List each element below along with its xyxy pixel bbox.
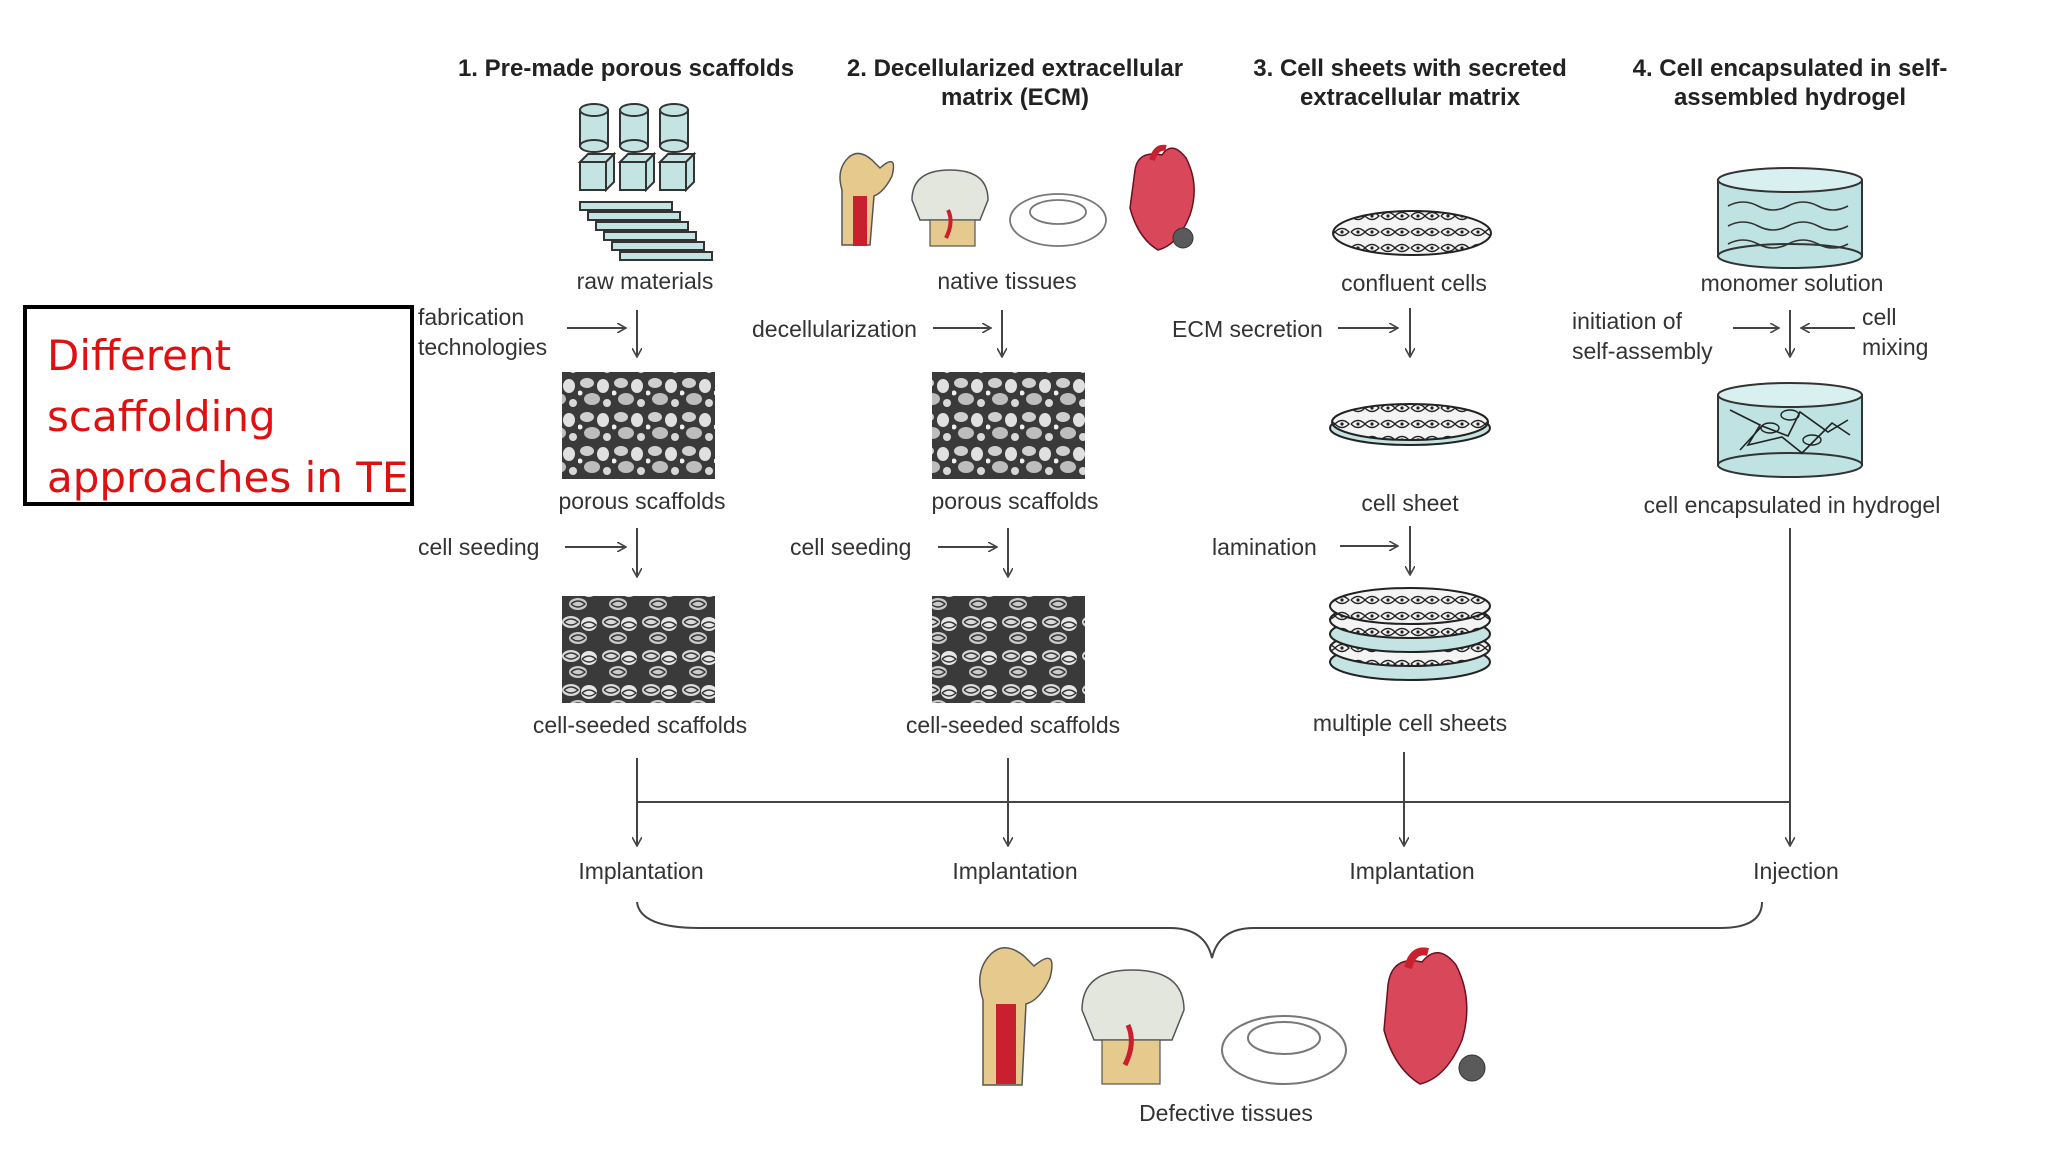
cell-disk-icon [1329, 403, 1491, 446]
callout-box: Different scaffolding approaches in TE [23, 305, 414, 506]
column-4-header: 4. Cell encapsulated in self- assembled … [1633, 54, 1948, 112]
col2-end-label: cell-seeded scaffolds [905, 712, 1121, 738]
outcome-label: Defective tissues [1139, 1100, 1313, 1126]
cell-disk-icon [1332, 210, 1492, 256]
col1-step2-label: cell seeding [418, 534, 540, 560]
stacked-cell-sheets-icon [1329, 587, 1491, 681]
col3-step2-label: lamination [1212, 534, 1317, 560]
column-3-header-line1: 3. Cell sheets with secreted [1253, 55, 1567, 82]
col3-middle-label: cell sheet [1361, 490, 1459, 516]
col2-middle-label: porous scaffolds [931, 488, 1099, 514]
knee-icon [1081, 969, 1185, 1085]
col3-delivery-label: Implantation [1349, 858, 1475, 884]
column-1-header-line1: 1. Pre-made porous scaffolds [457, 55, 795, 82]
porous-texture-icon [932, 372, 1085, 479]
bone-icon [979, 947, 1053, 1086]
column-3-header-line2: extracellular matrix [1299, 84, 1521, 111]
column-2-header: 1. Pre-made porous scaffolds 2. Decellul… [847, 54, 1183, 112]
col2-delivery-label: Implantation [952, 858, 1078, 884]
meniscus-icon [1009, 193, 1107, 247]
bone-icon [839, 152, 895, 246]
col2-step1-label: decellularization [752, 316, 917, 342]
col4-step1-right-label: cell mixing [1862, 304, 1929, 360]
col1-middle-label: porous scaffolds [558, 488, 726, 514]
callout-text: Different scaffolding approaches in TE [47, 331, 409, 502]
bracket-brace [636, 901, 1763, 959]
porous-texture-icon [562, 372, 715, 479]
hydrogel-beaker-icon [1717, 167, 1863, 269]
scaffold-blocks-icon [577, 103, 713, 261]
col3-start-label: confluent cells [1341, 270, 1487, 296]
column-4-header-line1: 4. Cell encapsulated in self- [1632, 55, 1948, 82]
column-2-header-line1-text: 2. Decellularized extracellular [846, 55, 1184, 82]
meniscus-icon [1221, 1015, 1347, 1085]
column-3-header: 3. Cell sheets with secreted extracellul… [1253, 54, 1566, 112]
knee-icon [911, 169, 989, 247]
col1-end-label: cell-seeded scaffolds [532, 712, 748, 738]
convergence-lines [637, 752, 1790, 845]
col4-delivery-label: Injection [1753, 858, 1839, 884]
col2-start-label: native tissues [937, 268, 1077, 294]
column-2-header-line2: matrix (ECM) [940, 84, 1090, 111]
column-1-header: 1. Pre-made porous scaffolds [458, 54, 794, 83]
heart-icon [1383, 947, 1486, 1085]
col4-middle-label: cell encapsulated in hydrogel [1643, 492, 1941, 518]
heart-icon [1129, 144, 1195, 251]
col3-step1-label: ECM secretion [1172, 316, 1323, 342]
col1-start-label: raw materials [576, 268, 714, 294]
seeded-texture-icon [562, 596, 715, 703]
col1-step1-label: fabrication technologies [418, 304, 548, 360]
col3-end-label: multiple cell sheets [1312, 710, 1508, 736]
col1-delivery-label: Implantation [578, 858, 704, 884]
col4-step1-left-label: initiation of self-assembly [1572, 308, 1713, 364]
seeded-texture-icon [932, 596, 1085, 703]
col4-start-label: monomer solution [1700, 270, 1884, 296]
col2-step2-label: cell seeding [790, 534, 912, 560]
column-4-header-line2: assembled hydrogel [1673, 84, 1907, 111]
hydrogel-beaker-icon [1717, 382, 1863, 478]
